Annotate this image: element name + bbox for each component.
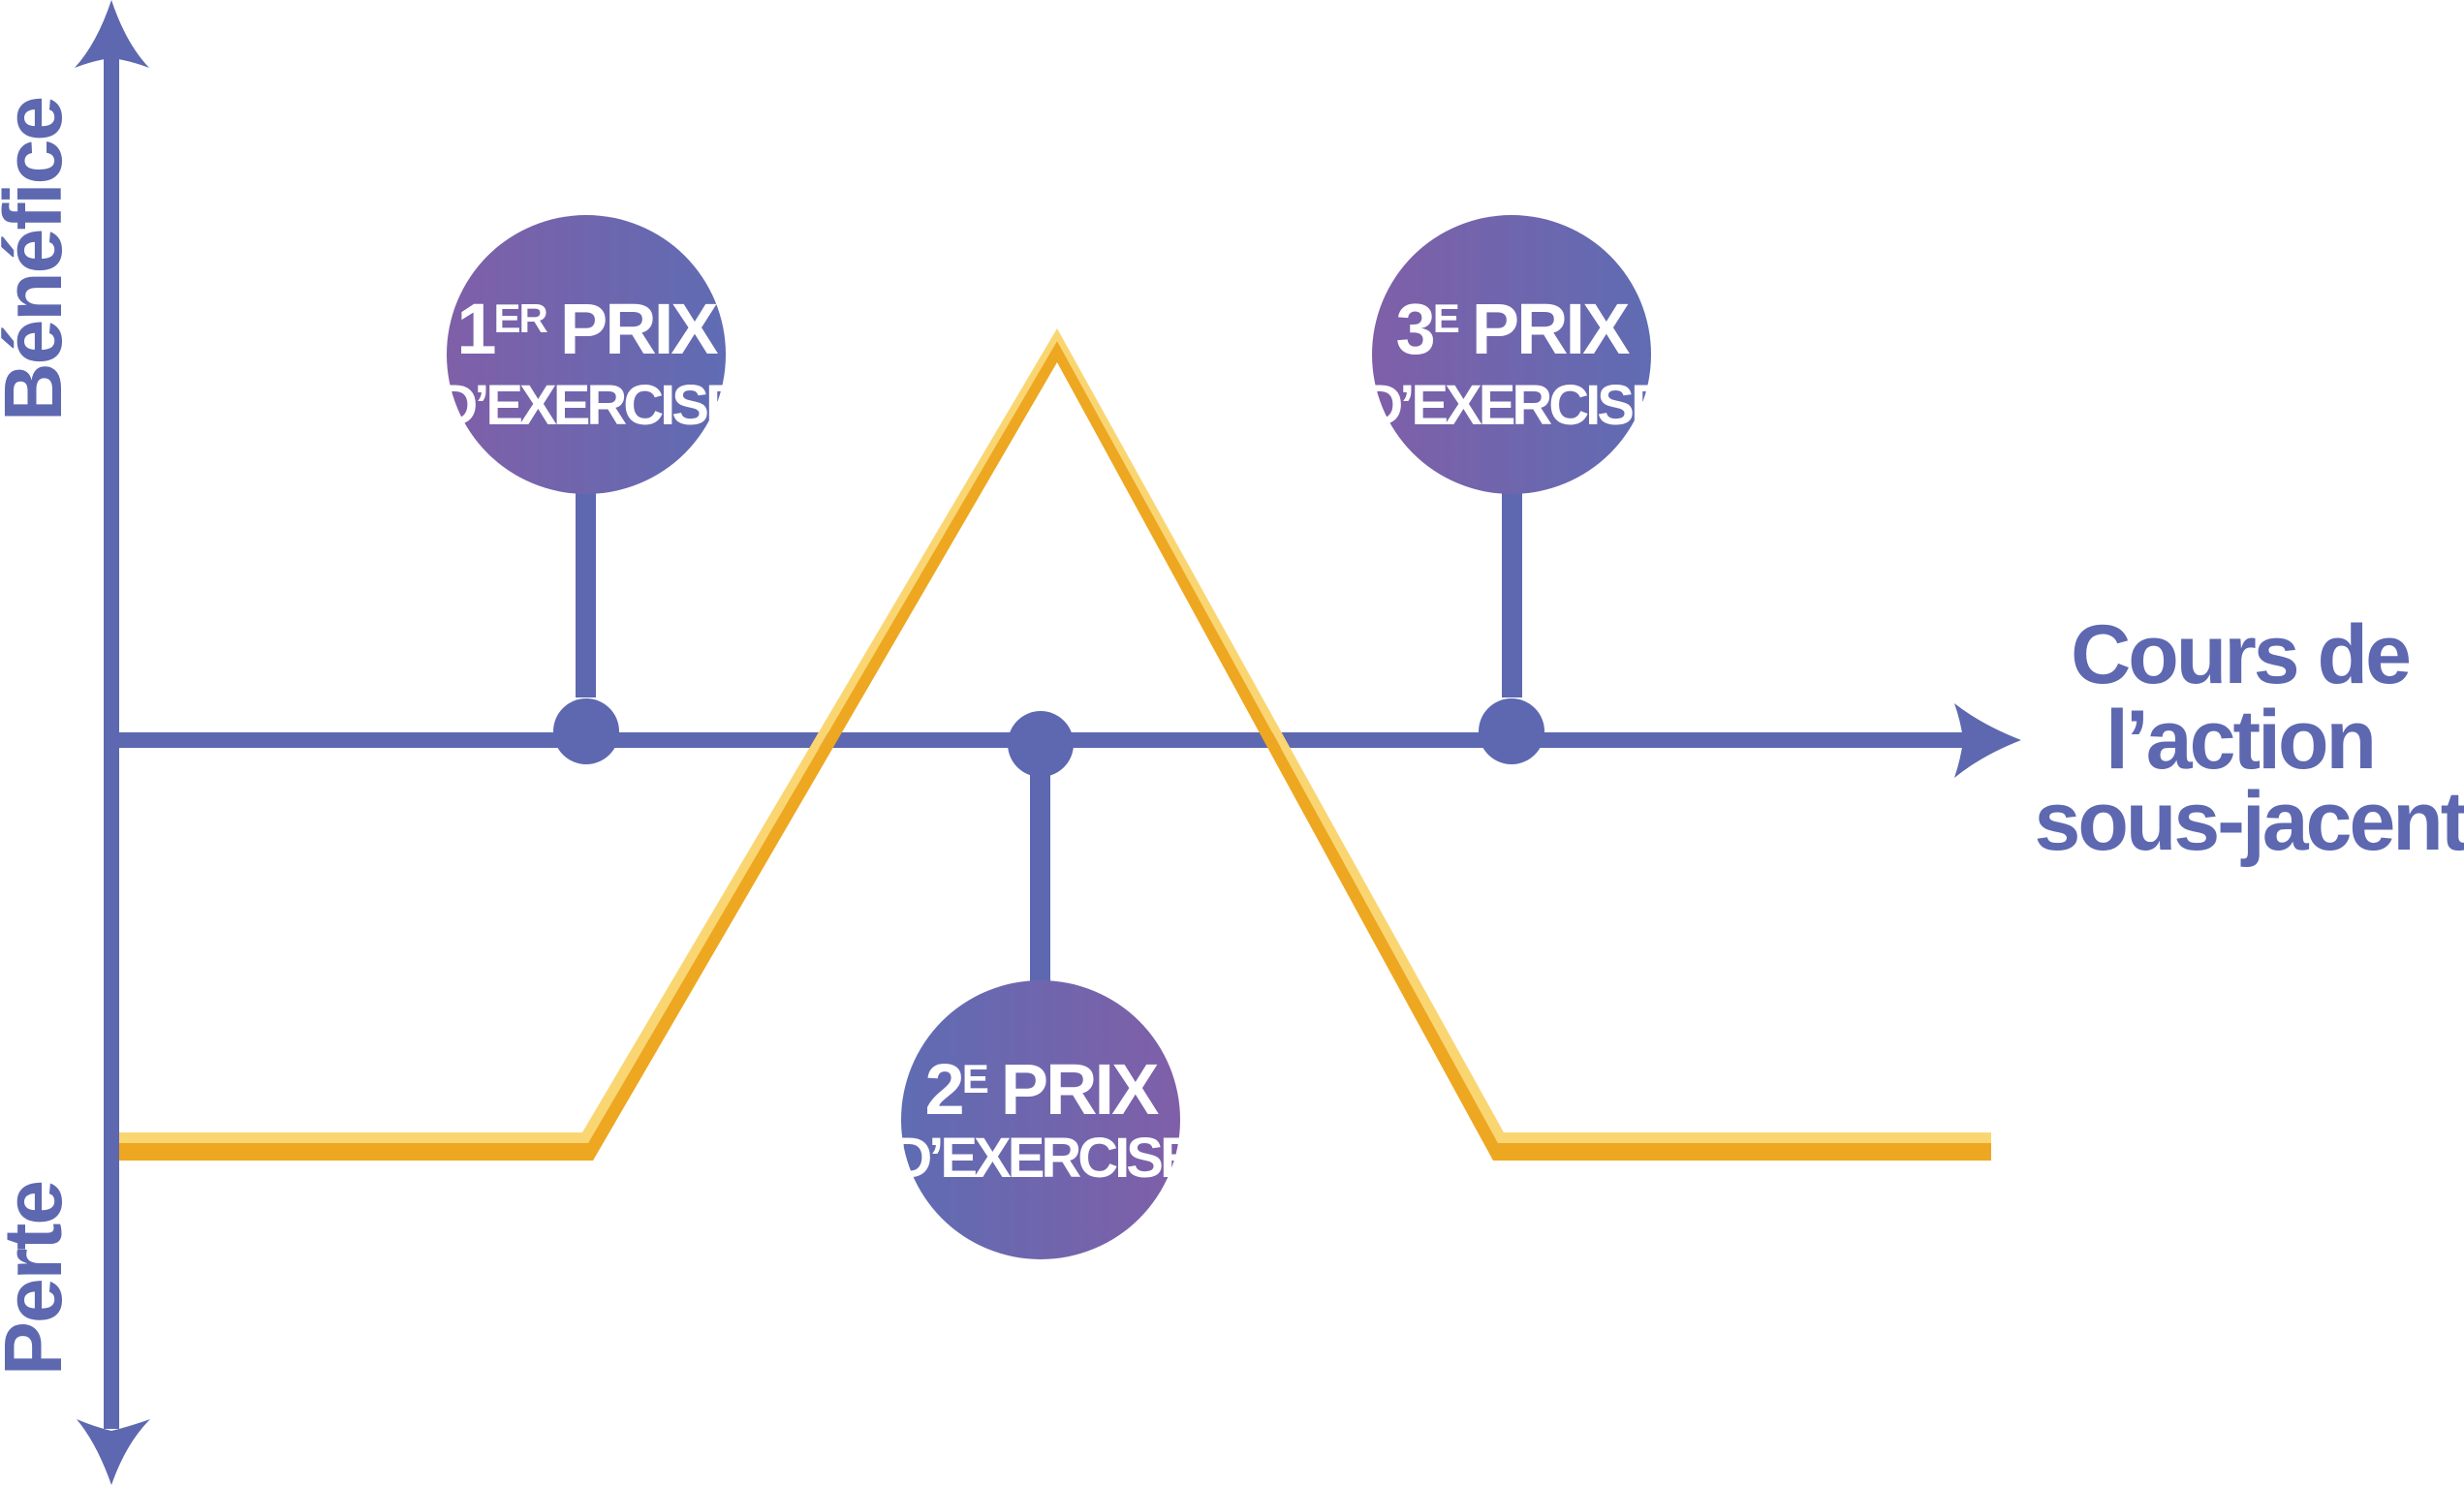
y-axis-label-loss: Perte (0, 1182, 78, 1376)
strike-2-label-line-2: D’EXERCISE (891, 1127, 1196, 1190)
x-axis: Cours de l’action sous-jacent (119, 608, 2464, 868)
y-axis-line (104, 53, 119, 1429)
strike-1-badge (447, 215, 726, 494)
y-axis-up-arrow-icon (75, 0, 149, 68)
strike-3-dot (1479, 698, 1544, 764)
x-axis-label-line-2: l’action (2105, 694, 2374, 787)
y-axis-down-arrow-icon (77, 1419, 150, 1485)
strike-2-dot (1008, 711, 1074, 777)
y-axis-label-profit: Bénéfice (0, 98, 78, 421)
strike-3-stem (1502, 489, 1522, 697)
strike-3-badge (1372, 215, 1651, 494)
strike-2-badge (901, 980, 1180, 1259)
y-axis: Bénéfice Perte (0, 0, 150, 1485)
strike-1-stem (576, 489, 596, 697)
x-axis-label-line-3: sous-jacent (2035, 775, 2464, 868)
strike-1-label-line-2: D’EXERCISE (437, 374, 741, 437)
x-axis-right-arrow-icon (1954, 703, 2021, 778)
strike-1-dot (553, 698, 619, 764)
strike-3-label-line-2: D’EXERCISE (1362, 374, 1667, 437)
x-axis-label-line-1: Cours de (2071, 608, 2409, 701)
strike-2-stem (1030, 765, 1050, 988)
x-axis-label: Cours de l’action sous-jacent (2035, 608, 2464, 868)
